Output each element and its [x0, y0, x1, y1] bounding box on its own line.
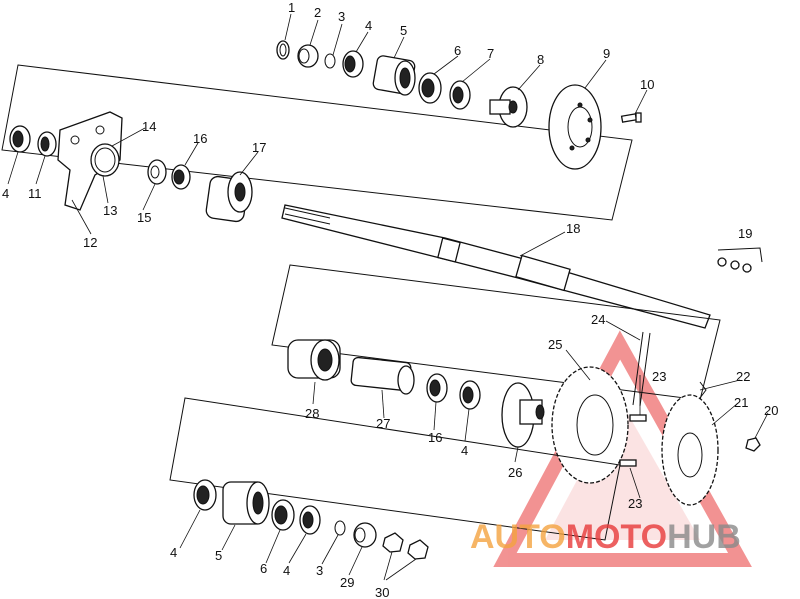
callout-12: 12 — [83, 235, 97, 250]
callout-23-top: 23 — [652, 369, 666, 384]
callout-8: 8 — [537, 52, 544, 67]
part-15-washer — [147, 159, 167, 185]
part-24-stud — [632, 331, 651, 407]
part-16-seal-mid — [426, 373, 448, 403]
watermark-hub: HUB — [667, 518, 741, 556]
part-4-seal-mid — [459, 380, 481, 410]
callout-24: 24 — [591, 312, 605, 327]
part-28-housing — [287, 339, 341, 381]
callout-3-bottom: 3 — [316, 563, 323, 578]
callout-20: 20 — [764, 403, 778, 418]
callout-4-bottom: 4 — [170, 545, 177, 560]
part-12-caliper-bracket — [57, 111, 123, 211]
callout-7: 7 — [487, 46, 494, 61]
callout-10: 10 — [640, 77, 654, 92]
part-9-brake-disc — [548, 84, 602, 170]
part-3-o-ring-bottom — [334, 520, 346, 536]
part-27-spacer-tube — [350, 356, 415, 395]
callout-labels: 1 2 3 4 5 6 7 8 9 10 14 16 17 4 11 13 15… — [2, 0, 778, 599]
callout-25: 25 — [548, 337, 562, 352]
callout-4-bottom-2: 4 — [283, 563, 290, 578]
callout-18: 18 — [566, 221, 580, 236]
callout-16-mid: 16 — [428, 430, 442, 445]
callout-13: 13 — [103, 203, 117, 218]
watermark-moto: MOTO — [566, 518, 667, 556]
part-19-cotter-pins — [717, 247, 763, 273]
watermark-auto: AUTO — [470, 518, 566, 556]
callout-1: 1 — [288, 0, 295, 15]
watermark-text: AUTOMOTOHUB — [470, 518, 741, 556]
part-16-seal — [171, 164, 191, 190]
callout-5-bottom: 5 — [215, 548, 222, 563]
callout-15: 15 — [137, 210, 151, 225]
part-20-nut — [745, 437, 761, 452]
part-10-bolt — [620, 112, 642, 123]
callout-26: 26 — [508, 465, 522, 480]
callout-30: 30 — [375, 585, 389, 599]
part-21-sprocket-small — [661, 394, 719, 506]
part-23-bolts — [619, 414, 647, 467]
callout-23-bottom: 23 — [628, 496, 642, 511]
part-25-sprocket — [551, 366, 629, 484]
bottom-assembly-frame — [169, 397, 621, 541]
leader-lines — [7, 13, 769, 581]
callout-29: 29 — [340, 575, 354, 590]
part-5-housing — [372, 55, 416, 96]
part-26-hub — [501, 382, 545, 448]
callout-17: 17 — [252, 140, 266, 155]
top-assembly-frame — [1, 64, 633, 221]
part-29-spacer — [353, 522, 377, 548]
part-18-axle — [281, 204, 711, 329]
callout-9: 9 — [603, 46, 610, 61]
part-2-spacer — [297, 44, 319, 68]
callout-28: 28 — [305, 406, 319, 421]
part-11-bearing — [37, 131, 57, 157]
callout-6-bottom: 6 — [260, 561, 267, 576]
part-13-o-ring — [90, 143, 120, 177]
callout-16-top: 16 — [193, 131, 207, 146]
part-4-seal-left — [9, 125, 31, 153]
callout-4-mid: 4 — [461, 443, 468, 458]
callout-3: 3 — [338, 9, 345, 24]
part-1-snap-ring — [276, 40, 290, 60]
callout-6-top: 6 — [454, 43, 461, 58]
callout-4-left: 4 — [2, 186, 9, 201]
callout-21: 21 — [734, 395, 748, 410]
part-4-seal — [342, 50, 364, 78]
part-6-bearing-bottom — [271, 499, 295, 531]
part-5-housing-bottom — [222, 481, 270, 525]
callout-14: 14 — [142, 119, 156, 134]
part-17-eccentric — [205, 171, 253, 223]
callout-22: 22 — [736, 369, 750, 384]
part-4-seal-bottom-2 — [299, 505, 321, 535]
part-3-o-ring — [324, 53, 336, 69]
callout-27: 27 — [376, 416, 390, 431]
callout-11: 11 — [28, 186, 42, 201]
part-7-seal — [449, 80, 471, 110]
callout-5-top: 5 — [400, 23, 407, 38]
part-6-bearing — [418, 72, 442, 104]
part-8-hub — [489, 86, 528, 128]
part-30-nuts — [382, 532, 429, 560]
callout-4-top: 4 — [365, 18, 372, 33]
callout-2: 2 — [314, 5, 321, 20]
part-4-seal-bottom — [193, 479, 217, 511]
callout-19: 19 — [738, 226, 752, 241]
part-22-fastener — [699, 381, 707, 399]
